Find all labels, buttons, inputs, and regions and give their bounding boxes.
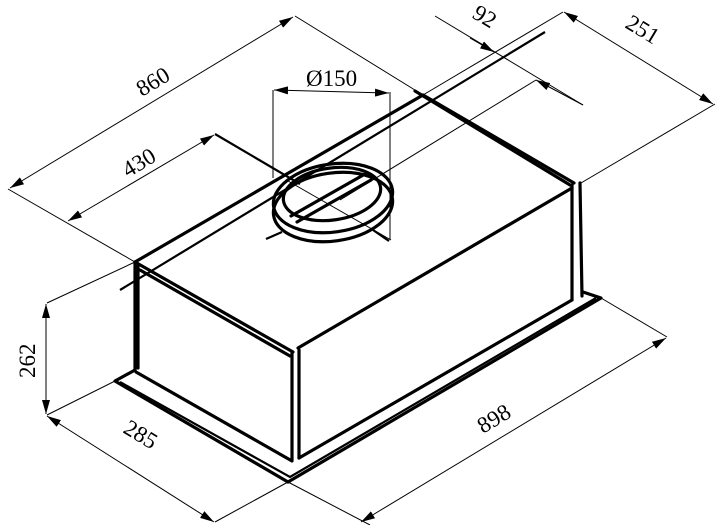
top-face-right-edge [296,186,574,350]
dim-92-arrow-a [469,37,495,53]
top-face-rim-line [413,89,572,187]
top-face-front-edge [133,260,295,354]
front-face-right-vertical-outer [578,181,584,298]
flange-inner [119,297,597,479]
label-860: 860 [132,62,174,101]
duct-collar [265,161,395,244]
dim-285-line [46,415,215,523]
dimension-lines [7,11,716,525]
dim-92-arrow-b [535,79,584,106]
top-face-left-edge [133,93,425,264]
dim-430-line [67,134,215,222]
label-262: 262 [15,344,40,379]
hood-body [113,89,603,484]
top-face-front-rim [138,268,292,358]
label-251: 251 [621,10,663,49]
dim-898-line [360,337,667,523]
label-92: 92 [468,0,501,33]
dim-dia150-line [273,86,390,97]
dimension-labels: 860 430 Ø150 92 251 262 285 898 [15,0,664,454]
dim-860-line [9,16,294,189]
left-face-bottom [134,370,294,463]
dim-251-line [563,11,714,105]
label-diameter-150: Ø150 [306,66,357,91]
label-285: 285 [119,415,161,454]
label-430: 430 [118,143,160,182]
